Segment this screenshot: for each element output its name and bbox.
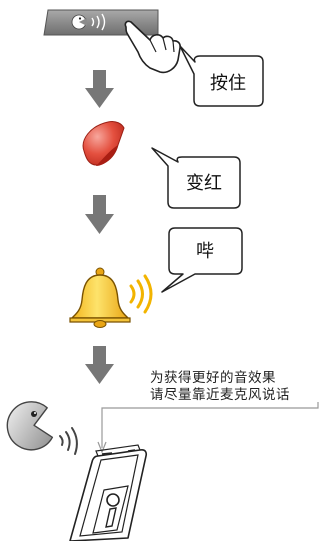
- sound-waves-icon: [129, 274, 153, 314]
- pacman-sound-button-icon: [71, 13, 106, 31]
- callout-press: [179, 45, 264, 107]
- instruction-line-2: 请尽量靠近麦克风说话: [150, 387, 290, 403]
- down-arrow-icon: [85, 195, 114, 234]
- pointing-hand-icon: [124, 20, 181, 74]
- instruction-caption: 为获得更好的音效果 请尽量靠近麦克风说话: [150, 370, 290, 404]
- callout-press-text: 按住: [210, 73, 246, 94]
- caption-leader-line: [97, 402, 319, 454]
- red-light-icon: [82, 121, 125, 166]
- bell-ringing-icon: [69, 267, 131, 328]
- down-arrow-icon: [85, 346, 114, 384]
- down-arrow-icon: [85, 70, 114, 108]
- callout-turn-red-text: 变红: [186, 173, 222, 194]
- callout-beep: [161, 227, 243, 293]
- speech-waves-icon: [59, 427, 78, 455]
- pacman-speaking-icon: [6, 401, 54, 451]
- callout-turn-red: [151, 147, 241, 209]
- callout-beep-text: 哔: [196, 241, 214, 262]
- instruction-line-1: 为获得更好的音效果: [150, 370, 276, 386]
- handheld-device-icon: [69, 444, 148, 542]
